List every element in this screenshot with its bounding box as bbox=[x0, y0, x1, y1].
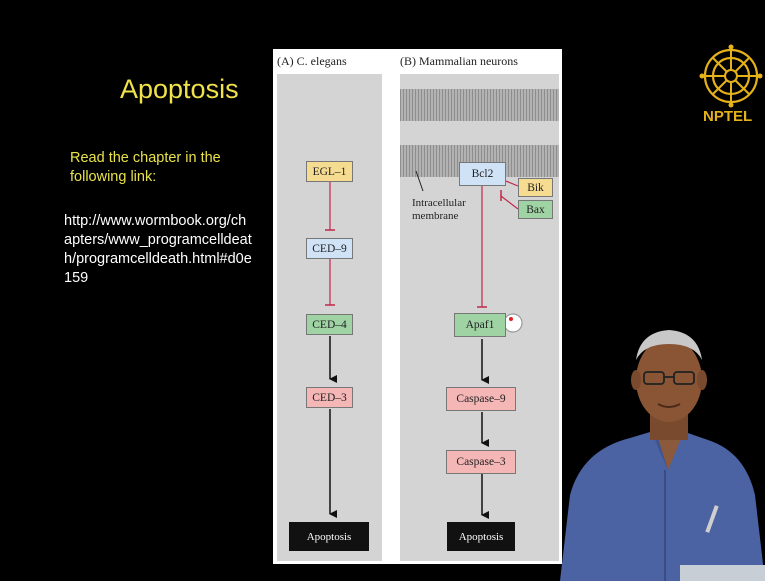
bik-box: Bik bbox=[518, 178, 553, 197]
intracellular-membrane-label: Intracellular membrane bbox=[412, 197, 466, 222]
bcl2-inhibits-apaf1 bbox=[477, 186, 487, 308]
plasma-membrane bbox=[400, 89, 559, 121]
ced3-box: CED–3 bbox=[306, 387, 353, 408]
apaf1-cofactor-circle bbox=[503, 313, 523, 333]
reading-instruction: Read the chapter in the following link: bbox=[70, 150, 221, 185]
chapter-link[interactable]: http://www.wormbook.org/chapters/www_pro… bbox=[64, 213, 252, 286]
logo-text: NPTEL bbox=[703, 108, 753, 125]
presenter-image bbox=[560, 330, 765, 581]
membrane-pointer bbox=[415, 170, 424, 192]
ced9-inhibits-ced4 bbox=[325, 259, 335, 306]
egl1-inhibits-ced9 bbox=[325, 181, 335, 231]
apoptosis-box-b: Apoptosis bbox=[447, 522, 515, 551]
panel-a-label: (A) C. elegans bbox=[277, 54, 347, 68]
slide-title: Apoptosis bbox=[120, 74, 239, 104]
ced9-box: CED–9 bbox=[306, 238, 353, 259]
apaf1-box: Apaf1 bbox=[454, 313, 506, 337]
apoptosis-pathway-figure: (A) C. elegans (B) Mammalian neurons bbox=[273, 49, 562, 564]
caspase9-box: Caspase–9 bbox=[446, 387, 516, 411]
ced4-box: CED–4 bbox=[306, 314, 353, 335]
caspase3-box: Caspase–3 bbox=[446, 450, 516, 474]
egl1-box: EGL–1 bbox=[306, 161, 353, 182]
panel-b-label: (B) Mammalian neurons bbox=[400, 54, 518, 68]
apoptosis-box-a: Apoptosis bbox=[289, 522, 369, 551]
bax-box: Bax bbox=[518, 200, 553, 219]
nptel-logo-icon bbox=[699, 44, 763, 108]
bcl2-box: Bcl2 bbox=[459, 162, 506, 186]
bax-inhibits-bcl2 bbox=[500, 190, 519, 210]
pathway-arrows bbox=[325, 170, 523, 519]
